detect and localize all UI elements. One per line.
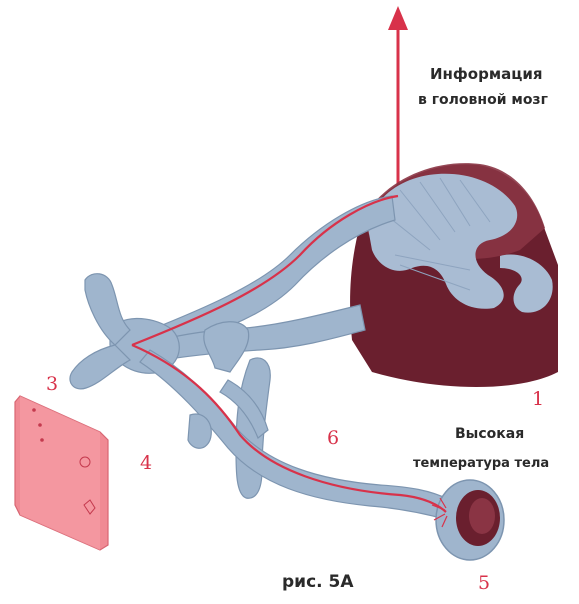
temperature-label-line2: температура тела	[413, 456, 549, 471]
figure-caption: рис. 5А	[282, 572, 354, 592]
skin-receptor-block	[15, 396, 108, 550]
marker-4: 4	[140, 452, 152, 474]
marker-3: 3	[46, 373, 58, 395]
marker-6: 6	[327, 427, 339, 449]
temperature-label-line1: Высокая	[455, 426, 524, 442]
info-label-line2: в головной мозг	[418, 92, 548, 108]
marker-1: 1	[532, 388, 544, 410]
upward-arrow	[388, 6, 408, 200]
info-label-line1: Информация	[430, 65, 543, 83]
spinal-cord-segment	[350, 163, 558, 387]
target-organ	[432, 480, 504, 560]
marker-5: 5	[478, 572, 490, 594]
